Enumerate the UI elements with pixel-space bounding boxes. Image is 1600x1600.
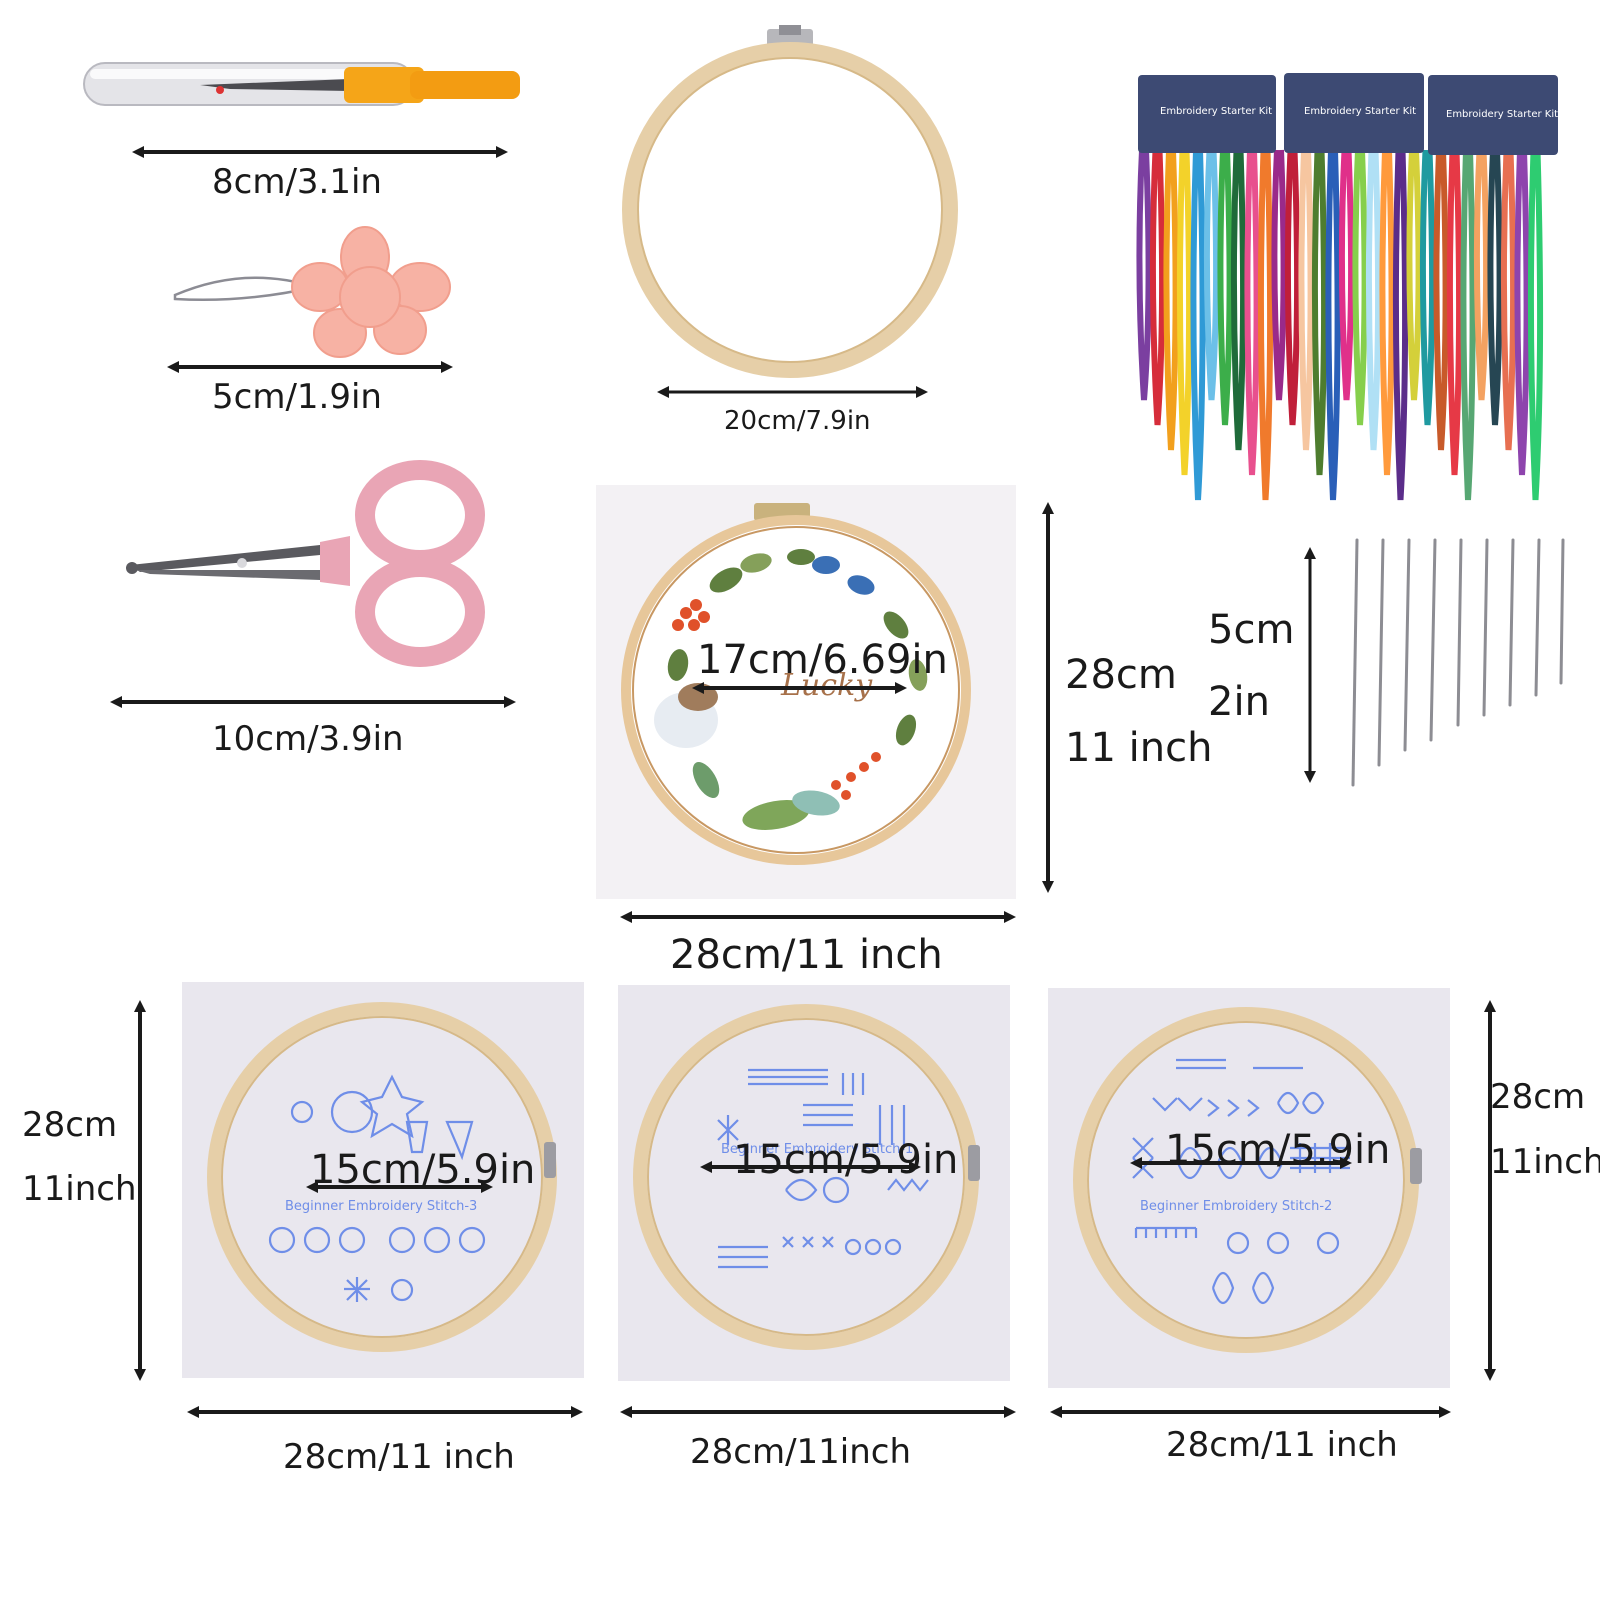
thread-skein (1473, 149, 1490, 401)
stitch-cloth-3-height-cm: 28cm (1490, 1077, 1586, 1117)
seam-ripper-arrow (132, 146, 508, 158)
thread-skein-icon (1136, 149, 1544, 501)
stitch-cloth-1-inner-label: 15cm/5.9in (310, 1147, 536, 1193)
thread-skein (1446, 149, 1463, 476)
thread-skein (1500, 149, 1517, 451)
thread-skein (1338, 149, 1355, 401)
stitch-cloth-2-width-label: 28cm/11inch (690, 1432, 912, 1472)
needles-arrow (1304, 547, 1316, 783)
scissors-arrow (110, 696, 516, 708)
thread-skein (1298, 149, 1314, 451)
pattern-lucky-width-label: 28cm/11 inch (670, 932, 943, 978)
svg-text:Beginner Embroidery Stitch-1: Beginner Embroidery Stitch-1 (721, 1142, 913, 1157)
stitch-cloth-3-panel (1048, 988, 1450, 1388)
thread-skein (1514, 149, 1530, 476)
thread-skein (1419, 149, 1436, 426)
stitch-cloth-3-height-arrow (1484, 1000, 1496, 1381)
thread-skein (1230, 149, 1247, 451)
pattern-lucky-inner-label: 17cm/6.69in (697, 637, 948, 683)
thread-skein (1487, 149, 1503, 426)
thread-card-1 (1138, 75, 1276, 153)
stitch-cloth-1-height-arrow (134, 1000, 146, 1381)
thread-skein (1392, 149, 1409, 501)
stitch-cloth-1-height-cm: 28cm (22, 1105, 118, 1145)
stitch-cloth-3-width-label: 28cm/11 inch (1166, 1425, 1398, 1465)
scissors-icon (126, 460, 485, 667)
stitch-cloth-1-print: Beginner Embroidery Stitch-3 (207, 1002, 557, 1352)
thread-skein (1190, 149, 1206, 501)
thread-card-title-2: Embroidery Starter Kit (1304, 106, 1417, 117)
thread-skein (1136, 149, 1152, 401)
thread-card-title-3: Embroidery Starter Kit (1446, 109, 1559, 120)
needle-icon (1351, 538, 1565, 787)
thread-skein (1284, 149, 1301, 426)
thread-cards: Embroidery Starter Kit Embroidery Starte… (1120, 70, 1570, 501)
thread-skein (1163, 149, 1179, 451)
stitch-cloth-3-height-in: 11inch (1490, 1142, 1600, 1182)
thread-skein (1244, 149, 1260, 476)
needles-length-cm: 5cm (1208, 607, 1295, 653)
stitch-cloth-2-panel (618, 985, 1010, 1381)
thread-skein (1365, 149, 1382, 451)
stitch-cloth-1-width-arrow (187, 1406, 583, 1418)
pattern-lucky-hoop: Lucky (621, 503, 971, 865)
stitch-cloth-2-print: Beginner Embroidery Stitch-1 (633, 1004, 980, 1350)
pattern-lucky-width-arrow (620, 911, 1016, 923)
thread-skein (1271, 149, 1287, 401)
wreath-berries (672, 599, 881, 800)
threader-label: 5cm/1.9in (212, 377, 382, 417)
embroidery-hoop-icon (622, 25, 958, 378)
pattern-lucky-height-in: 11 inch (1065, 725, 1213, 771)
stitch-cloth-1-height-in: 11inch (22, 1169, 137, 1209)
seam-ripper-label: 8cm/3.1in (212, 162, 382, 202)
thread-card-2 (1284, 73, 1424, 153)
stitch-cloth-2-width-arrow (620, 1406, 1016, 1418)
thread-skein (1379, 149, 1395, 476)
hoop-20-label: 20cm/7.9in (724, 406, 871, 436)
thread-skein (1460, 149, 1476, 501)
pattern-lucky-height-cm: 28cm (1065, 652, 1177, 698)
scissors-label: 10cm/3.9in (212, 719, 404, 759)
thread-skein (1257, 149, 1274, 501)
thread-skein (1406, 149, 1422, 401)
thread-skein (1176, 149, 1193, 476)
thread-skein (1352, 149, 1368, 426)
thread-skein (1149, 149, 1166, 426)
thread-skein (1203, 149, 1220, 401)
stitch-cloth-1-width-label: 28cm/11 inch (283, 1437, 515, 1477)
stitch-cloth-3-print: Beginner Embroidery Stitch-2 (1073, 1007, 1422, 1353)
thread-skein (1217, 149, 1233, 426)
threader-arrow (167, 361, 453, 373)
pattern-lucky-height-arrow (1042, 502, 1054, 893)
thread-skein (1433, 149, 1449, 451)
thread-card-3 (1428, 75, 1558, 155)
stitch-cloth-2-inner-label: 15cm/5.9in (733, 1137, 959, 1183)
wreath-leaves (667, 549, 928, 830)
svg-text:Beginner Embroidery Stitch-2: Beginner Embroidery Stitch-2 (1140, 1199, 1332, 1214)
hoop-20-arrow (657, 386, 928, 398)
needle-threader-icon (173, 226, 451, 358)
needles-length-in: 2in (1208, 679, 1270, 725)
thread-skein (1527, 149, 1544, 501)
thread-skein (1311, 149, 1328, 476)
stitch-cloth-3-width-arrow (1050, 1406, 1451, 1418)
stitch-cloth-3-inner-label: 15cm/5.9in (1165, 1127, 1391, 1173)
stitch-cloth-1-panel (182, 982, 584, 1378)
thread-card-title-1: Embroidery Starter Kit (1160, 106, 1273, 117)
seam-ripper-icon (83, 62, 520, 106)
thread-skein (1325, 149, 1341, 501)
svg-text:Beginner Embroidery Stitch-3: Beginner Embroidery Stitch-3 (285, 1199, 477, 1214)
